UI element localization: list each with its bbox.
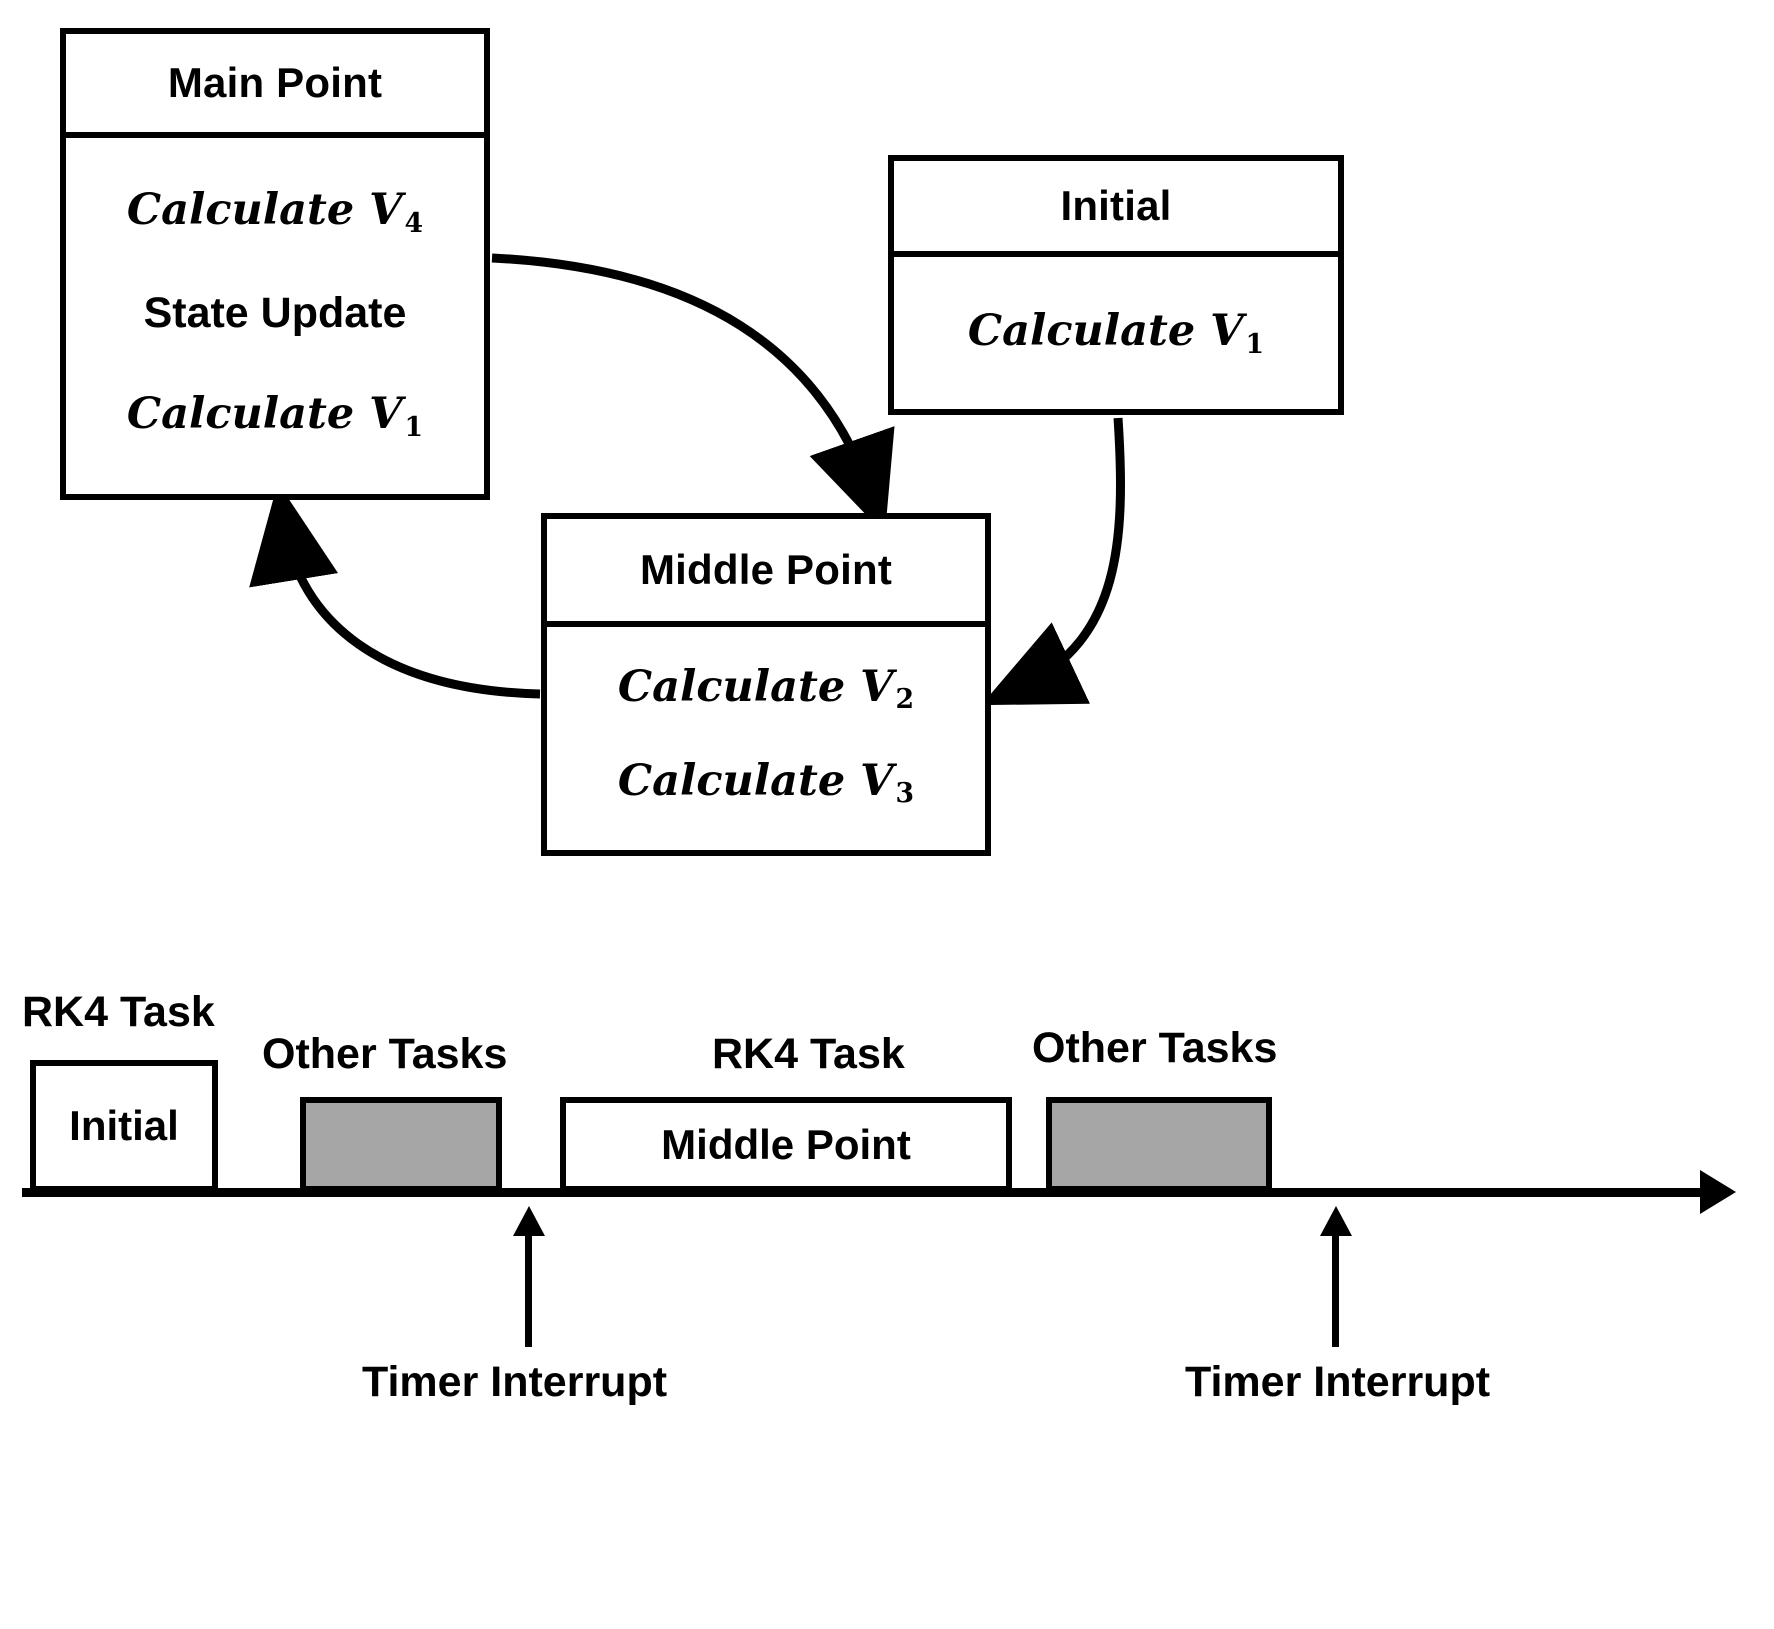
flow-row-subscript: 1 xyxy=(1245,328,1265,360)
arrow-middle-to-main xyxy=(249,482,541,699)
flow-row-text: Calculate V xyxy=(617,661,894,712)
flow-row-subscript: 3 xyxy=(895,778,915,810)
arrow-main-to-middle xyxy=(491,253,895,535)
timer-interrupt-tick-1 xyxy=(525,1232,532,1347)
flow-box-title: Initial xyxy=(894,161,1338,257)
timeline-block-other-tasks-1[interactable] xyxy=(300,1097,502,1192)
timeline-axis-arrow-icon xyxy=(1700,1170,1736,1214)
timeline-section: RK4 Task Other Tasks RK4 Task Other Task… xyxy=(0,960,1774,1629)
timer-interrupt-arrow-icon-2 xyxy=(1320,1206,1352,1236)
flow-row-text: Calculate V xyxy=(617,756,894,807)
timeline-axis xyxy=(22,1188,1710,1197)
flow-row-calculate-v2: Calculate V2 xyxy=(618,662,914,715)
timeline-block-rk4-middle[interactable]: Middle Point xyxy=(560,1097,1012,1192)
flow-row-calculate-v4: Calculate V4 xyxy=(127,185,423,238)
timeline-caption-rk4-task-1: RK4 Task xyxy=(22,988,215,1036)
timeline-block-label: Middle Point xyxy=(661,1120,911,1168)
flow-box-title: Main Point xyxy=(66,34,484,138)
flow-row-subscript: 1 xyxy=(404,411,424,443)
flow-box-body: Calculate V2 Calculate V3 xyxy=(547,627,985,850)
arrow-initial-to-middle xyxy=(981,417,1125,706)
timeline-caption-rk4-task-2: RK4 Task xyxy=(712,1030,905,1078)
flow-box-body: Calculate V1 xyxy=(894,257,1338,409)
flow-row-text: Calculate V xyxy=(126,185,403,236)
flow-row-subscript: 4 xyxy=(404,207,424,239)
timeline-block-other-tasks-2[interactable] xyxy=(1046,1097,1272,1192)
timer-interrupt-arrow-icon-1 xyxy=(513,1206,545,1236)
timer-interrupt-tick-2 xyxy=(1332,1232,1339,1347)
flow-row-calculate-v1: Calculate V1 xyxy=(968,306,1264,359)
timeline-block-rk4-initial[interactable]: Initial xyxy=(30,1060,218,1192)
timer-interrupt-label-1: Timer Interrupt xyxy=(362,1358,668,1406)
flow-row-subscript: 2 xyxy=(895,683,915,715)
timeline-caption-other-tasks-2: Other Tasks xyxy=(1032,1024,1278,1072)
flow-row-calculate-v1: Calculate V1 xyxy=(127,389,423,442)
timeline-caption-other-tasks-1: Other Tasks xyxy=(262,1030,508,1078)
flow-row-text: Calculate V xyxy=(126,389,403,440)
flow-row-calculate-v3: Calculate V3 xyxy=(618,756,914,809)
flow-box-main-point[interactable]: Main Point Calculate V4 State Update Cal… xyxy=(60,28,490,500)
timeline-block-label: Initial xyxy=(69,1102,179,1149)
flow-row-text: State Update xyxy=(143,289,407,338)
flow-box-middle-point[interactable]: Middle Point Calculate V2 Calculate V3 xyxy=(541,513,991,856)
flow-box-title: Middle Point xyxy=(547,519,985,627)
flow-row-text: Calculate V xyxy=(967,306,1244,357)
flow-box-initial[interactable]: Initial Calculate V1 xyxy=(888,155,1344,415)
timer-interrupt-label-2: Timer Interrupt xyxy=(1185,1358,1491,1406)
flow-box-body: Calculate V4 State Update Calculate V1 xyxy=(66,138,484,494)
flow-row-state-update: State Update xyxy=(144,289,407,338)
